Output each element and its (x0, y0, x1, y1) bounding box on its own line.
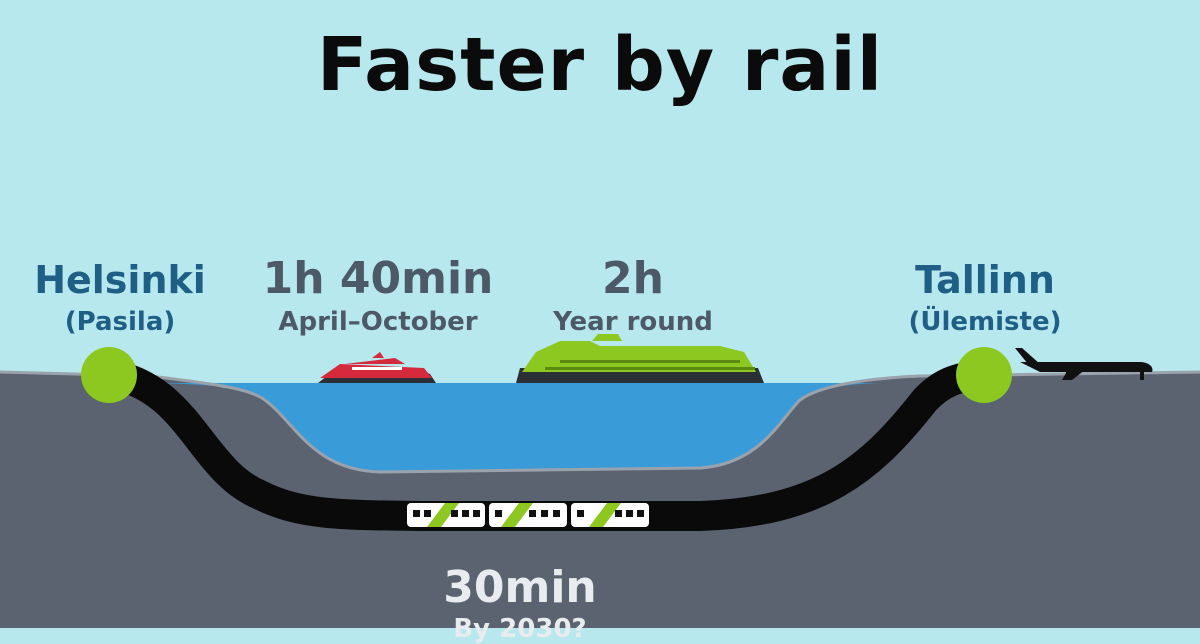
sea (150, 383, 880, 472)
rail-year: By 2030? (453, 614, 587, 644)
train-icon (407, 503, 649, 527)
ferry-season: Year round (553, 307, 713, 337)
destination-station-label: (Ülemiste) (908, 307, 1062, 337)
station-marker-icon (956, 347, 1012, 403)
fast-ferry-duration: 1h 40min (262, 253, 494, 304)
ground-rim (0, 370, 1200, 474)
rail-duration: 30min (443, 562, 597, 613)
fast-ferry-icon (318, 352, 436, 383)
destination-city-label: Tallinn (915, 258, 1055, 302)
station-marker-icon (81, 347, 137, 403)
airplane-icon (1015, 348, 1153, 380)
fast-ferry-season: April–October (278, 307, 478, 337)
origin-station-label: (Pasila) (64, 307, 176, 337)
origin-city-label: Helsinki (34, 258, 206, 302)
diagram-scene (0, 334, 1200, 628)
ferry-duration: 2h (602, 253, 664, 304)
ferry-icon (516, 334, 764, 383)
page-title: Faster by rail (316, 22, 884, 108)
